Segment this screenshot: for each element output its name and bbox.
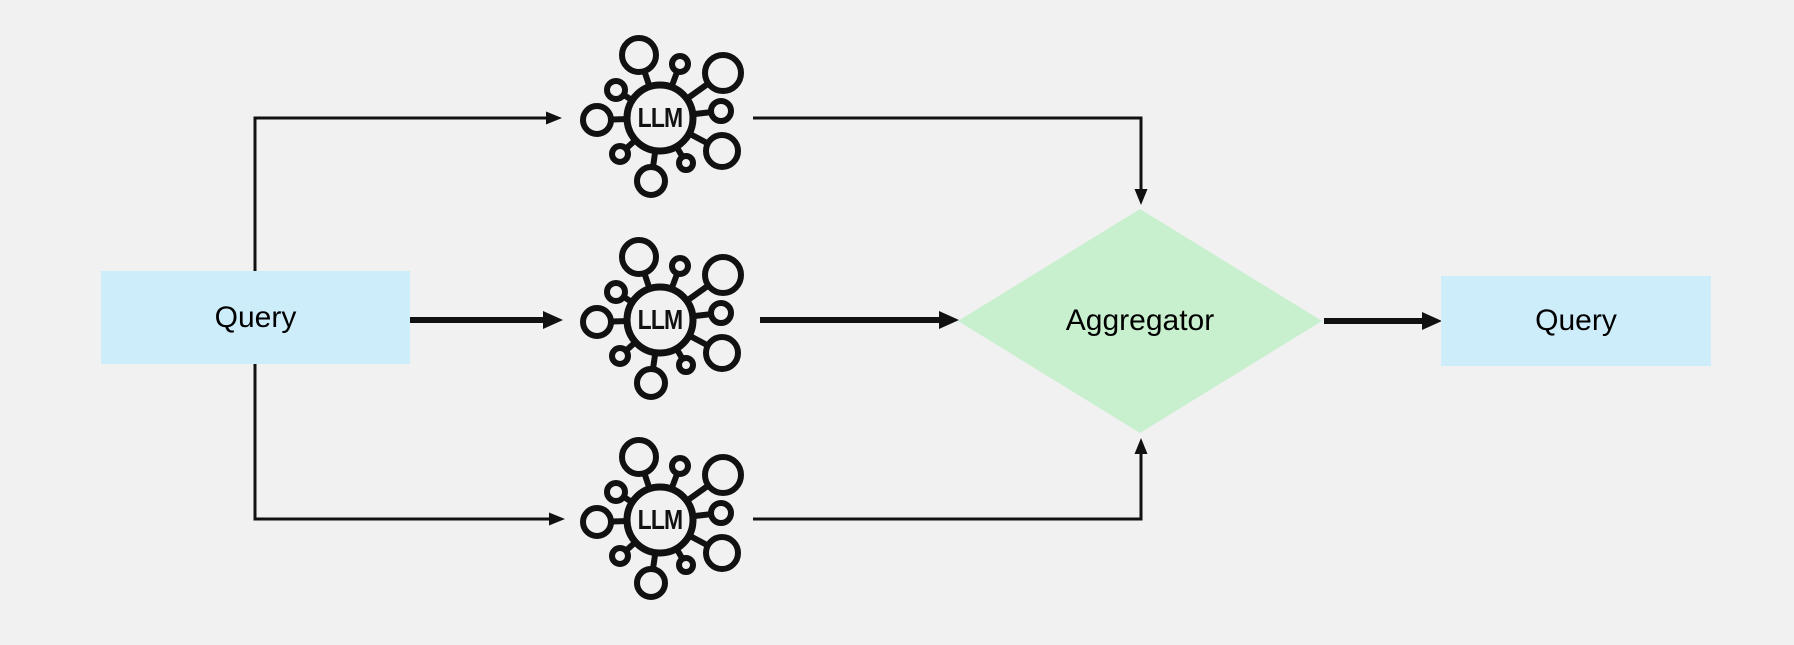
node-input-query: Query [101,271,410,364]
arrow-llm-top-to-aggregator [753,116,1148,205]
arrow-query-to-llm-top [253,111,562,271]
node-aggregator-label: Aggregator [1065,304,1215,337]
arrow-llm-bottom-to-aggregator [753,438,1148,521]
llm-node-label: LLM [637,504,684,535]
arrow-aggregator-to-output [1324,312,1442,330]
node-output-query: Query [1441,276,1711,366]
arrow-query-to-llm-bottom [253,364,565,526]
node-output-query-label: Query [1535,304,1617,337]
arrow-query-to-llm-middle [410,311,563,329]
node-input-query-label: Query [214,300,297,334]
node-aggregator: Aggregator [958,209,1322,433]
llm-node-label: LLM [637,102,684,133]
llm-node-label: LLM [637,304,684,335]
arrow-llm-middle-to-aggregator [760,311,959,329]
diamond-shape [958,209,1322,433]
